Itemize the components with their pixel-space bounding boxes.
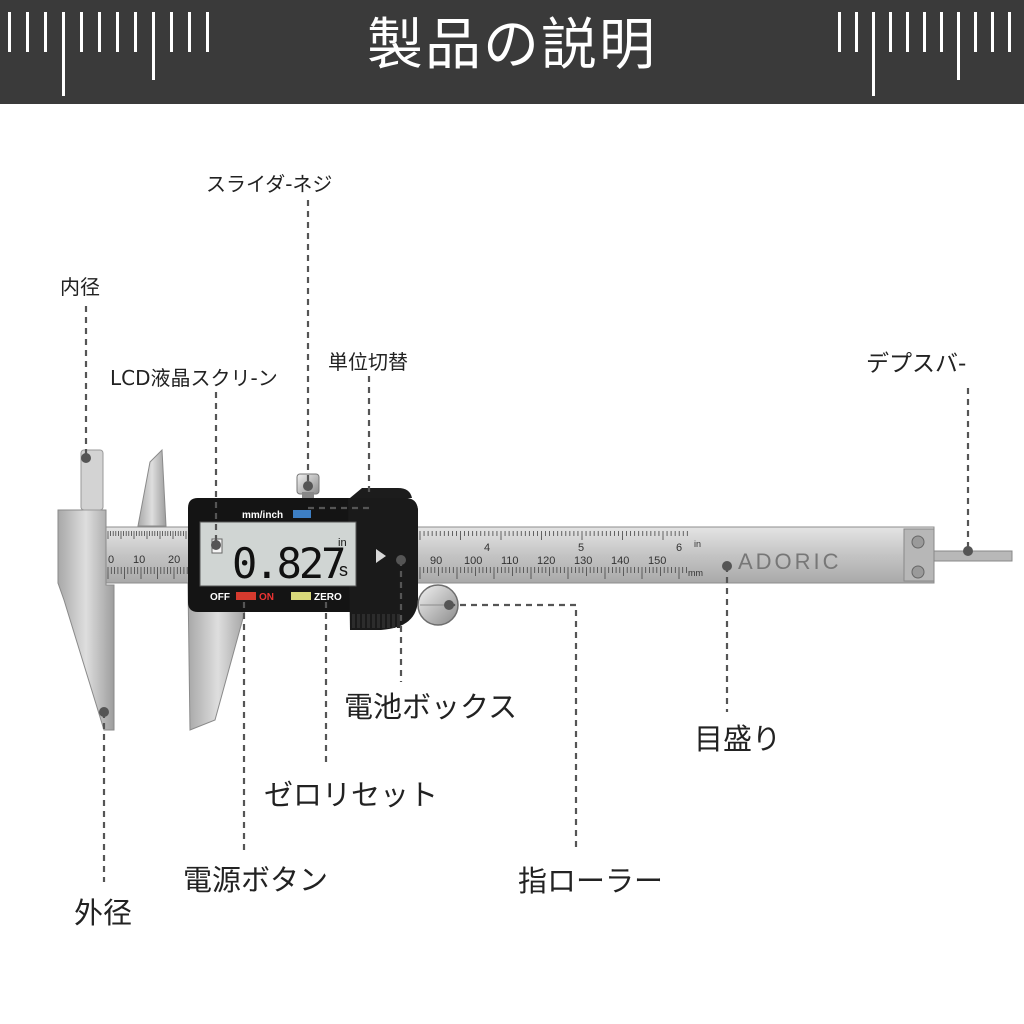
- unit-switch-label: mm/inch: [242, 510, 283, 521]
- scale-number: 150: [648, 555, 666, 567]
- screw-icon: [911, 535, 925, 549]
- scale-number: 20: [168, 554, 180, 566]
- grip-ridge: [367, 614, 370, 628]
- grip-ridge: [352, 614, 355, 628]
- zero-label: ZERO: [314, 592, 342, 603]
- scale-number: 100: [464, 555, 482, 567]
- fixed-inner-jaw: [80, 449, 104, 511]
- label-thumb-roller: 指ローラー: [518, 864, 664, 898]
- lcd-value: 0.827: [232, 539, 344, 588]
- main-scale: 0 10 20: [107, 531, 188, 579]
- lcd-unit: in: [338, 537, 347, 549]
- label-slider-screw: スライダ-ネジ: [206, 172, 333, 196]
- label-scale: 目盛り: [694, 722, 782, 756]
- scale-number: 120: [537, 555, 555, 567]
- page-title: 製品の説明: [367, 13, 657, 78]
- grip-ridge: [382, 614, 385, 628]
- scale-number: 5: [578, 542, 584, 554]
- grip-ridge: [387, 614, 390, 628]
- grip-ridge: [377, 614, 380, 628]
- lcd-sub: s: [339, 560, 348, 580]
- label-outer-diameter: 外径: [74, 896, 133, 930]
- label-battery-box: 電池ボックス: [344, 690, 518, 724]
- power-button[interactable]: [236, 592, 256, 600]
- grip-ridge: [397, 614, 400, 628]
- on-label: ON: [259, 592, 274, 603]
- screw-icon: [911, 565, 925, 579]
- grip-ridge: [362, 614, 365, 628]
- beam-scale-right: 4 5 6 90 100 110 120 130 140 150 in mm: [419, 531, 703, 579]
- fixed-outer-jaw: [57, 509, 115, 731]
- grip-ridge: [357, 614, 360, 628]
- grip-ridge: [372, 614, 375, 628]
- scale-number: 140: [611, 555, 629, 567]
- slider-inner-jaw: [137, 448, 167, 527]
- leader-lines: [84, 200, 970, 882]
- scale-number: 110: [501, 555, 519, 567]
- header-banner: 製品の説明: [0, 0, 1024, 104]
- lcd-screen: [199, 521, 357, 587]
- label-depth-bar: デプスバ-: [866, 351, 967, 377]
- inch-unit-label: in: [694, 539, 701, 549]
- label-lcd-screen: LCD液晶スクリ-ン: [110, 366, 278, 390]
- grip-ridge: [392, 614, 395, 628]
- mm-unit-label: mm: [688, 568, 703, 578]
- off-label: OFF: [210, 592, 230, 603]
- scale-number: 6: [676, 542, 682, 554]
- label-unit-switch: 単位切替: [328, 350, 408, 374]
- scale-number: 4: [484, 542, 490, 554]
- label-power-button: 電源ボタン: [183, 863, 329, 897]
- leader-dots: [81, 453, 973, 717]
- scale-number: 0: [108, 554, 114, 566]
- scale-number: 90: [430, 555, 442, 567]
- battery-box: [348, 498, 418, 630]
- brand-logo: ADORIC: [738, 549, 842, 574]
- play-icon: [376, 549, 386, 563]
- zero-button[interactable]: [291, 592, 311, 600]
- label-zero-reset: ゼロリセット: [264, 778, 439, 812]
- scale-number: 130: [574, 555, 592, 567]
- unit-switch-button[interactable]: [293, 510, 311, 518]
- label-inner-diameter: 内径: [60, 275, 100, 299]
- scale-number: 10: [133, 554, 145, 566]
